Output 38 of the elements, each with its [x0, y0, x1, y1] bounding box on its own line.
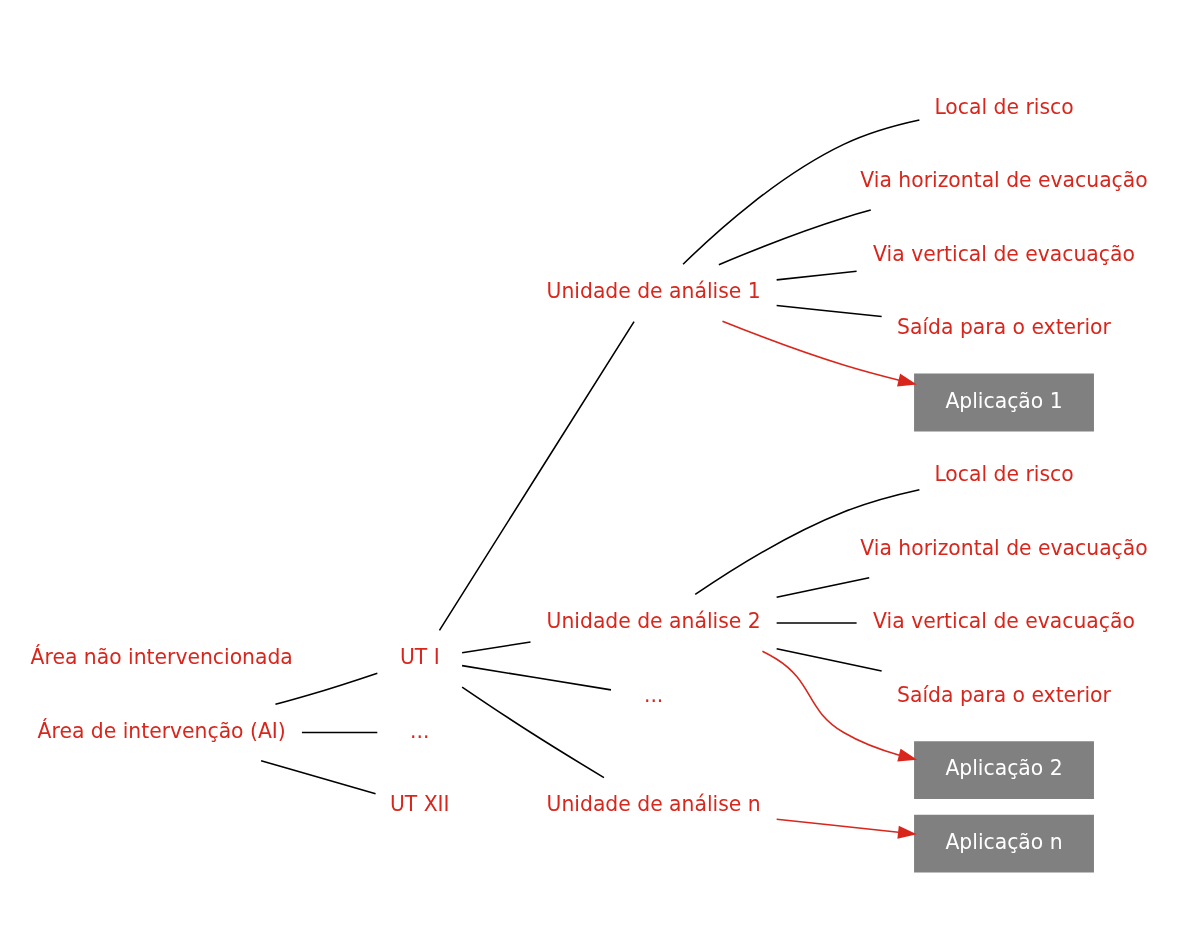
connector [301, 731, 379, 734]
node-text: Via vertical de evacuação [873, 609, 1135, 634]
connector [775, 304, 883, 318]
node-text: Unidade de análise n [546, 792, 761, 817]
connector [461, 686, 605, 779]
connector [718, 209, 872, 266]
node-text: ... [643, 682, 664, 707]
connector [682, 119, 921, 266]
connector [461, 641, 532, 654]
node-text: Saída para o exterior [897, 315, 1111, 340]
connector [461, 664, 612, 691]
node-text: ... [410, 718, 430, 743]
node-text: Unidade de análise 1 [546, 279, 761, 304]
node-text: Via vertical de evacuação [873, 241, 1135, 266]
arrow [775, 818, 917, 839]
node-text: Local de risco [934, 462, 1074, 487]
connector [775, 622, 858, 624]
node-box: Aplicação 2 [914, 741, 1094, 799]
node-text: UT XII [389, 792, 450, 817]
connector [260, 759, 377, 795]
node-text: Via horizontal de evacuação [860, 168, 1148, 193]
connector [775, 270, 858, 281]
node-text: Local de risco [934, 94, 1074, 119]
node-text: Área não intervencionada [30, 645, 293, 670]
node-text: Saída para o exterior [897, 682, 1111, 707]
arrow [721, 320, 917, 387]
node-box: Aplicação n [914, 814, 1094, 873]
connector [775, 576, 870, 599]
arrow [761, 650, 918, 762]
node-box: Aplicação 1 [914, 373, 1094, 432]
node-text: UT I [399, 645, 440, 670]
node-text: Área de intervenção (AI) [37, 718, 286, 743]
node-text: Via horizontal de evacuação [860, 535, 1148, 560]
connector [775, 647, 883, 672]
connector [274, 672, 379, 706]
connector [438, 320, 635, 632]
node-text: Unidade de análise 2 [546, 609, 761, 634]
connector [694, 488, 921, 596]
